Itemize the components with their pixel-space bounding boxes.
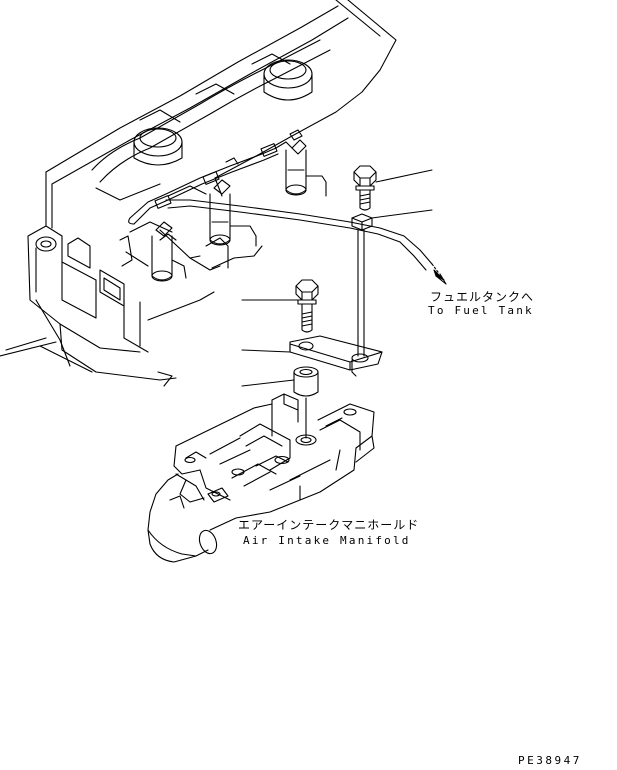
spacer-collar [294,367,318,438]
fuel-tank-label-en: To Fuel Tank [428,304,534,317]
fuel-tank-label-jp: フュエルタンクへ [430,290,535,304]
drawing-code: PE38947 [518,754,582,767]
intake-manifold-label-jp: エアーインテークマニホールド [238,518,420,532]
air-intake-manifold [148,394,374,562]
long-bolt [296,280,318,332]
upper-bolt [354,166,376,210]
leader-lines [242,170,432,386]
injector-assembly [129,130,446,284]
intake-manifold-label-en: Air Intake Manifold [243,534,411,547]
hose-clamp [352,214,372,356]
engine-block [0,0,396,386]
